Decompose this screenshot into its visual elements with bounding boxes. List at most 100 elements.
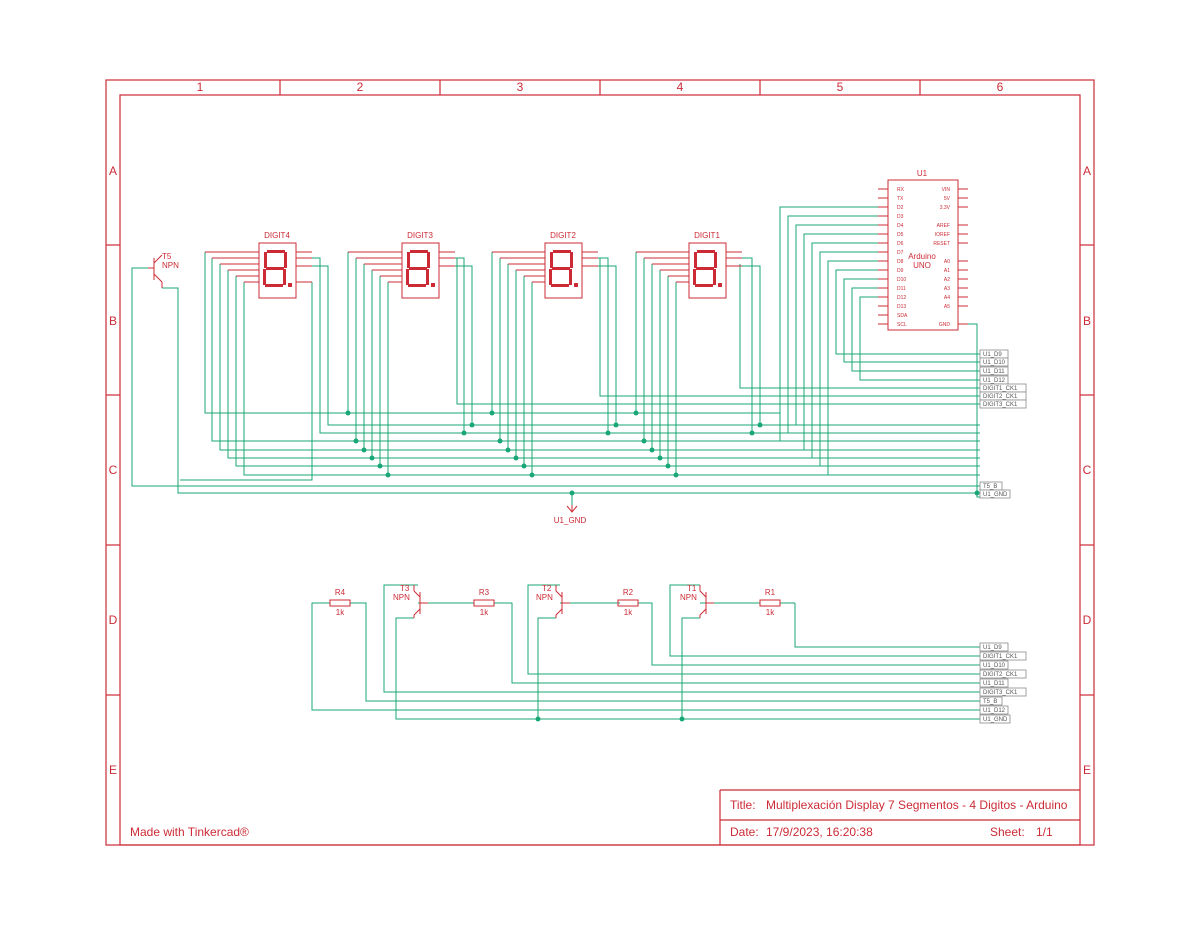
net-label: U1_D12 <box>979 375 1009 385</box>
svg-text:DIGIT2_CK1: DIGIT2_CK1 <box>983 394 1018 400</box>
display-name: DIGIT3 <box>407 231 433 240</box>
svg-text:T5_B: T5_B <box>983 484 997 490</box>
net-label: DIGIT3_CK1 <box>979 687 1027 697</box>
column-markers: 1 2 3 4 5 6 <box>197 80 1004 94</box>
svg-text:DIGIT2_CK1: DIGIT2_CK1 <box>983 672 1018 678</box>
net-label: T5_B <box>979 696 1003 706</box>
col-marker: 3 <box>517 80 524 94</box>
ground-symbol: U1_GND <box>554 505 586 525</box>
arduino-pin-label: D10 <box>897 277 906 283</box>
arduino-pin-label: D7 <box>897 250 904 256</box>
arduino-pin-label: SCL <box>897 322 907 328</box>
svg-text:DIGIT1_CK1: DIGIT1_CK1 <box>983 654 1018 660</box>
row-marker: D <box>109 613 118 627</box>
net-label: U1_D9 <box>979 349 1009 359</box>
arduino-pin-label: VIN <box>942 187 951 193</box>
svg-text:U1_D12: U1_D12 <box>983 378 1006 384</box>
resistor-r4: R4 1k <box>329 588 351 617</box>
arduino-pin-label: 5V <box>944 196 951 202</box>
transistor-type: NPN <box>536 593 553 602</box>
col-marker: 2 <box>357 80 364 94</box>
junctions <box>345 410 980 722</box>
svg-text:U1_GND: U1_GND <box>983 717 1008 723</box>
resistor-r1: R1 1k <box>759 588 781 617</box>
net-label: U1_GND <box>979 489 1011 499</box>
row-markers: A B C D E A B C D E <box>109 164 1092 777</box>
transistor-type: NPN <box>680 593 697 602</box>
net-label: U1_D12 <box>979 705 1009 715</box>
row-marker: D <box>1083 613 1092 627</box>
title-block: Title: Multiplexación Display 7 Segmento… <box>719 789 1080 845</box>
arduino-pin-label: RESET <box>933 241 950 247</box>
net-label: U1_D11 <box>979 678 1009 688</box>
resistor-r3: R3 1k <box>473 588 495 617</box>
arduino-pin-label: D9 <box>897 268 904 274</box>
svg-text:T5_B: T5_B <box>983 699 997 705</box>
svg-text:U1_D9: U1_D9 <box>983 352 1002 358</box>
transistor-ref: T2 <box>542 584 552 593</box>
net-label: U1_D10 <box>979 357 1009 367</box>
net-label: DIGIT2_CK1 <box>979 669 1027 679</box>
sheet-frame <box>105 79 1095 846</box>
svg-text:DIGIT3_CK1: DIGIT3_CK1 <box>983 402 1018 408</box>
sheet-value: 1/1 <box>1036 825 1053 839</box>
svg-text:U1_D10: U1_D10 <box>983 360 1006 366</box>
svg-text:U1_D10: U1_D10 <box>983 663 1006 669</box>
row-marker: C <box>109 463 118 477</box>
display-digit4: DIGIT4 <box>258 231 297 299</box>
arduino-ref: U1 <box>917 169 928 178</box>
resistor-ref: R3 <box>479 588 490 597</box>
resistor-r2: R2 1k <box>617 588 639 617</box>
arduino-pin-label: D2 <box>897 205 904 211</box>
col-marker: 5 <box>837 80 844 94</box>
net-labels-bottom: U1_D9 DIGIT1_CK1 U1_D10 DIGIT2_CK1 U1_D1… <box>979 642 1027 724</box>
title-value: Multiplexación Display 7 Segmentos - 4 D… <box>766 798 1068 812</box>
arduino-pin-label: D6 <box>897 241 904 247</box>
arduino-pin-label: RX <box>897 187 905 193</box>
svg-text:U1_GND: U1_GND <box>983 492 1008 498</box>
net-label: T5_B <box>979 481 1003 491</box>
display-name: DIGIT1 <box>694 231 720 240</box>
net-label: DIGIT3_CK1 <box>979 399 1027 409</box>
net-label: DIGIT1_CK1 <box>979 383 1027 393</box>
resistor-ref: R1 <box>765 588 776 597</box>
arduino-pin-label: A3 <box>944 286 950 292</box>
arduino-pin-label: D13 <box>897 304 906 310</box>
arduino-pin-label: D5 <box>897 232 904 238</box>
arduino-pin-label: A0 <box>944 259 950 265</box>
transistor-type: NPN <box>162 261 179 270</box>
svg-text:DIGIT1_CK1: DIGIT1_CK1 <box>983 386 1018 392</box>
display-digit3: DIGIT3 <box>401 231 440 299</box>
transistor-type: NPN <box>393 593 410 602</box>
arduino-pin-label: D8 <box>897 259 904 265</box>
row-marker: A <box>109 164 117 178</box>
display-pin-stubs <box>205 251 742 283</box>
resistor-ref: R4 <box>335 588 346 597</box>
resistor-value: 1k <box>336 608 345 617</box>
arduino-uno: U1 Arduino UNO RXTXD2D3D4D5D6D7D8D9D10D1… <box>878 169 968 331</box>
svg-text:U1_D11: U1_D11 <box>983 369 1005 375</box>
arduino-pin-label: TX <box>897 196 904 202</box>
col-marker: 1 <box>197 80 204 94</box>
transistor-ref: T5 <box>162 252 172 261</box>
net-label: U1_D11 <box>979 366 1009 376</box>
svg-text:DIGIT3_CK1: DIGIT3_CK1 <box>983 690 1018 696</box>
date-label: Date: <box>730 825 759 839</box>
display-name: DIGIT4 <box>264 231 290 240</box>
transistor-t5: T5 NPN <box>148 252 179 288</box>
row-marker: B <box>1083 314 1091 328</box>
svg-text:U1_D12: U1_D12 <box>983 708 1006 714</box>
date-value: 17/9/2023, 16:20:38 <box>766 825 873 839</box>
title-label: Title: <box>730 798 756 812</box>
arduino-pin-label: A2 <box>944 277 950 283</box>
row-marker: C <box>1083 463 1092 477</box>
arduino-model: UNO <box>913 261 931 270</box>
transistor-t2: T2 NPN <box>536 584 570 618</box>
net-label: U1_D9 <box>979 642 1009 652</box>
net-label: DIGIT2_CK1 <box>979 391 1027 401</box>
resistor-value: 1k <box>766 608 775 617</box>
resistor-value: 1k <box>624 608 633 617</box>
arduino-pin-label: D11 <box>897 286 906 292</box>
arduino-pin-label: D4 <box>897 223 904 229</box>
